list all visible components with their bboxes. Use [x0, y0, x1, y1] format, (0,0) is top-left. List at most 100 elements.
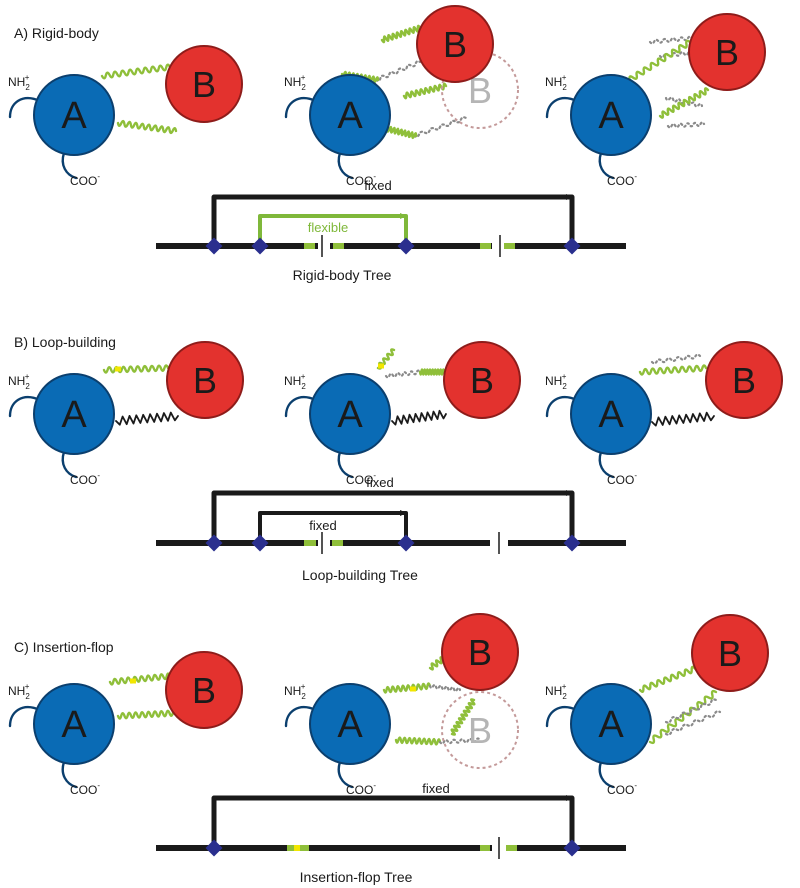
- panel-c1-domain-a-n-terminus-label: NH2+: [8, 682, 30, 701]
- tree-a-loop-region-1: [304, 243, 315, 249]
- panel-a3-domain-a-c-tail: [598, 151, 615, 180]
- panel-c3-domain-a-c-tail: [598, 760, 615, 789]
- panel-c3-domain-a-n-tail: [545, 705, 579, 728]
- panel-b2-domain-a-c-terminus-label: COO-: [346, 471, 376, 487]
- panel-a3-domain-a-c-terminus-label: COO-: [607, 172, 637, 188]
- panel-b1-domain-a-label: A: [61, 394, 87, 436]
- tree-b-outer-fixed-label: fixed: [366, 475, 393, 490]
- panel-a2-moved-bottom-linker: [402, 82, 448, 100]
- panel-b3-domain-a-n-terminus-label: NH2+: [545, 372, 567, 391]
- panel-c2-domain-a-c-terminus-label: COO-: [346, 781, 376, 797]
- panel-a2-domain-a-n-tail: [284, 96, 318, 119]
- tree-a-jump-1-arrowhead: [566, 194, 573, 200]
- panel-c3-domain-a: [570, 683, 652, 765]
- domain-layer: A NH2+ COO- B B A NH2+ COO- B A NH2+ COO- B A NH2+ COO-…: [8, 5, 783, 797]
- panel-c3-top-linker: [638, 663, 704, 693]
- panel-a3-domain-b-label: B: [715, 32, 739, 73]
- panel-a1-domain-a-n-terminus-label: NH2+: [8, 73, 30, 92]
- panel-c3-prior-bottom-linker-b: [664, 710, 722, 736]
- panel-b2-domain-a: [309, 373, 391, 455]
- panel-b1-domain-a: [33, 373, 115, 455]
- panel-a2-domain-a-c-terminus-label: COO-: [346, 172, 376, 188]
- panel-c2-domain-a-n-terminus-label: NH2+: [284, 682, 306, 701]
- tree-b-jump-2-arrowhead: [400, 510, 407, 516]
- panel-c1-insertion-marker: [130, 678, 136, 684]
- panel-c1-domain-a-n-tail: [8, 705, 42, 728]
- tree-a-loop-region-3: [480, 243, 491, 249]
- panel-b2-loop-remainder: [418, 368, 446, 376]
- panel-a1-domain-a-label: A: [61, 95, 87, 137]
- panel-c2-domain-a-n-tail: [284, 705, 318, 728]
- tree-a-outer-fixed-label: fixed: [364, 178, 391, 193]
- panel-a1-domain-a-c-tail: [61, 151, 78, 180]
- tree-c-insertion-region-1: [294, 845, 300, 851]
- panel-c2-insertion-marker: [410, 686, 416, 692]
- panel-b3-top-linker: [638, 364, 708, 376]
- panel-a-title: A) Rigid-body: [14, 25, 99, 41]
- panel-a3-domain-a-label: A: [598, 95, 624, 137]
- panel-b-title: B) Loop-building: [14, 334, 116, 350]
- tree-b-jump-2: [258, 511, 408, 543]
- panel-b2-domain-a-n-tail: [284, 395, 318, 418]
- panel-a2-prior-domain-b: [441, 51, 519, 129]
- panel-a2-domain-a-n-terminus-label: NH2+: [284, 73, 306, 92]
- panel-b1-domain-a-n-tail: [8, 395, 42, 418]
- panel-c2-domain-a: [309, 683, 391, 765]
- panel-c2-inserted-linker: [450, 698, 476, 736]
- panel-c2-domain-a-label: A: [337, 704, 363, 746]
- tree-a-jump-vertex-2: [251, 237, 269, 255]
- tree-c-outer-fixed-label: fixed: [422, 781, 449, 796]
- panel-a1-domain-a-c-terminus-label: COO-: [70, 172, 100, 188]
- tree-b-inner-fixed-label: fixed: [309, 518, 336, 533]
- panel-a1-domain-b-label: B: [192, 64, 216, 105]
- panel-b2-domain-a-c-tail: [337, 450, 354, 479]
- tree-a-jump-vertex-3: [397, 237, 415, 255]
- panel-c3-bottom-linker: [648, 689, 718, 745]
- panel-b2-prior-linker: [384, 369, 422, 379]
- panel-c2-prior-top-linker: [428, 683, 462, 693]
- panel-a2-prior-top-linker: [374, 60, 422, 82]
- panel-c2-prior-bottom-linker: [438, 737, 482, 745]
- panel-a3-bottom-linker: [658, 87, 710, 119]
- panel-c1-domain-b-label: B: [192, 670, 216, 711]
- panel-c1-domain-a: [33, 683, 115, 765]
- panel-a3-domain-a-n-tail: [545, 96, 579, 119]
- panel-c3-domain-a-c-terminus-label: COO-: [607, 781, 637, 797]
- panel-a2-domain-a-c-tail: [337, 151, 354, 180]
- panel-b2-bottom-linker: [391, 409, 447, 426]
- tree-b-jump-vertex-3: [397, 534, 415, 552]
- panel-b2-domain-b: [443, 341, 521, 419]
- panel-c2-bottom-linker: [394, 736, 442, 746]
- linker-layer: [100, 24, 722, 746]
- panel-a1-domain-a-n-tail: [8, 96, 42, 119]
- tree-a-jump-2: [258, 214, 408, 246]
- tree-c-jump-1: [211, 795, 575, 848]
- panel-a1-domain-b: [165, 45, 243, 123]
- tree-c-loop-region-3: [506, 845, 517, 851]
- tree-a-loop-region-4: [504, 243, 515, 249]
- tree-b-jump-vertex-1: [205, 534, 223, 552]
- panel-c1-bottom-linker: [116, 709, 178, 720]
- panel-b1-domain-b-label: B: [193, 360, 217, 401]
- tree-b-jump-vertex-4: [563, 534, 581, 552]
- tree-a-label: Rigid-body Tree: [293, 267, 392, 283]
- panel-a3-prior-bottom-linker-b: [666, 121, 706, 129]
- text-layer: A) Rigid-body B) Loop-building C) Insert…: [14, 25, 450, 885]
- panel-b1-domain-b: [166, 341, 244, 419]
- panel-b2-domain-b-label: B: [470, 360, 494, 401]
- panel-b3-prior-linker: [650, 353, 702, 365]
- panel-a2-prior-bottom-linker: [412, 116, 468, 138]
- panel-b3-domain-b: [705, 341, 783, 419]
- panel-c2-top-linker: [382, 682, 432, 694]
- panel-a2-domain-a-label: A: [337, 95, 363, 137]
- panel-c3-domain-a-n-terminus-label: NH2+: [545, 682, 567, 701]
- panel-c2-domain-b-label: B: [468, 632, 492, 673]
- tree-a-jump-vertex-1: [205, 237, 223, 255]
- panel-b3-bottom-linker: [651, 411, 715, 427]
- panel-b1-domain-a-c-terminus-label: COO-: [70, 471, 100, 487]
- tree-b-loop-region-2: [332, 540, 343, 546]
- panel-c3-domain-b: [691, 614, 769, 692]
- panel-b2-insertion-marker: [378, 363, 384, 369]
